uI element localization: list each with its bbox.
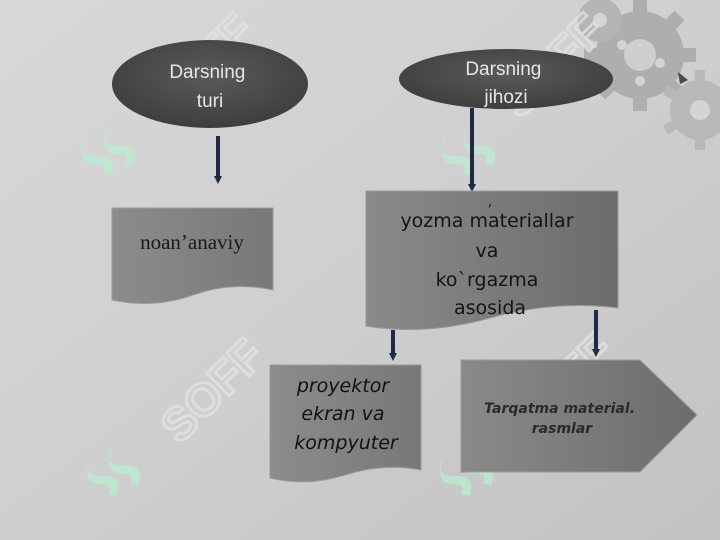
- gears-icon: [578, 0, 720, 150]
- node-nontraditional-box: [111, 207, 274, 305]
- node-lesson-equipment-ellipse: [399, 49, 613, 109]
- node-handouts-pentagon: [460, 359, 698, 473]
- node-lesson-equipment-label: Darsning jihozi: [465, 59, 546, 108]
- node-projector-box: [269, 364, 422, 483]
- node-lesson-type-label: Darsning turi: [169, 62, 250, 112]
- node-written-materials-box: [365, 190, 619, 331]
- node-written-materials-label: yozma materiallar va ko`rgazma asosida: [400, 210, 579, 319]
- connector-arrows: [214, 108, 600, 361]
- node-written-materials-mark: ,: [488, 194, 492, 210]
- node-projector-label: proyektor ekran va kompyuter: [294, 375, 399, 454]
- node-handouts-label: Tarqatma material. rasmlar: [484, 401, 640, 437]
- node-lesson-type-ellipse: [112, 40, 308, 128]
- node-nontraditional-label: noan’anaviy: [140, 230, 244, 254]
